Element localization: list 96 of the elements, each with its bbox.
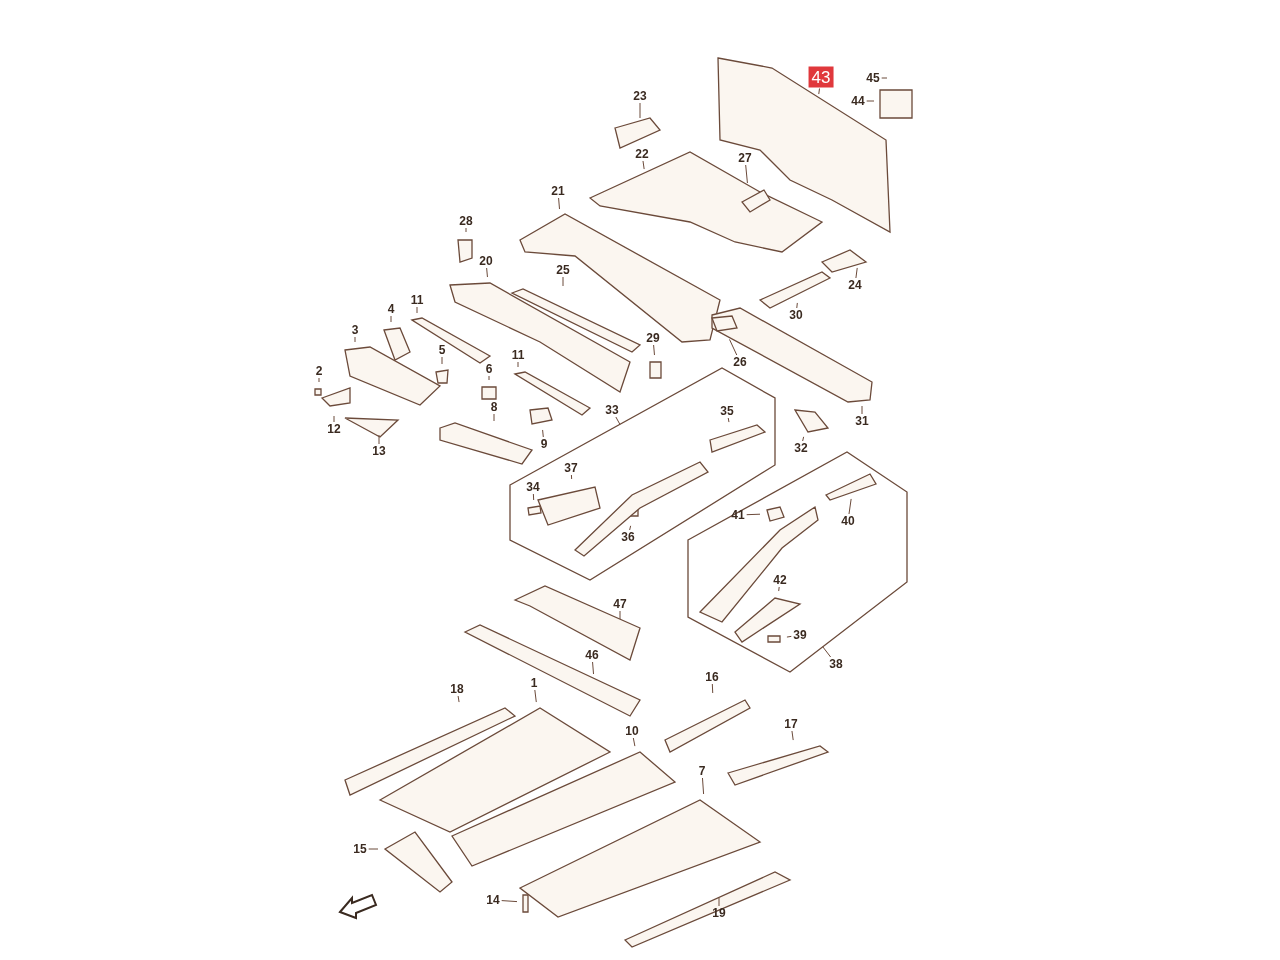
leader-line xyxy=(632,737,636,747)
callout-number: 1 xyxy=(530,677,538,689)
callout-number: 14 xyxy=(486,894,500,906)
callout-number: 3 xyxy=(351,324,359,336)
callout-number: 32 xyxy=(794,442,808,454)
leader-line xyxy=(368,848,379,850)
callout-number: 12 xyxy=(327,423,341,435)
leader-line xyxy=(822,646,832,658)
leader-line xyxy=(718,897,720,907)
callout-number: 13 xyxy=(372,445,386,457)
leader-line xyxy=(493,413,495,422)
callout-number: 39 xyxy=(793,629,807,641)
leader-line xyxy=(465,227,467,233)
leader-line xyxy=(562,276,564,287)
callout-number: 8 xyxy=(490,401,498,413)
callout-number: 2 xyxy=(315,365,323,377)
callout-number: 21 xyxy=(551,185,565,197)
leader-line xyxy=(570,474,573,480)
leader-line xyxy=(866,100,875,102)
leader-line xyxy=(558,197,560,210)
leader-line xyxy=(629,525,632,531)
callout-number: 46 xyxy=(585,649,599,661)
leader-line xyxy=(786,635,792,638)
leader-line xyxy=(501,900,518,903)
callout-number: 29 xyxy=(646,332,660,344)
callout-number: 37 xyxy=(564,462,578,474)
callout-number: 27 xyxy=(738,152,752,164)
callout-number: 19 xyxy=(712,907,726,919)
callout-number: 16 xyxy=(705,671,719,683)
leader-line xyxy=(745,164,748,184)
leader-line xyxy=(390,315,392,323)
leader-line xyxy=(592,661,594,675)
callout-number: 15 xyxy=(353,843,367,855)
callout-number: 38 xyxy=(829,658,843,670)
callout-number: 33 xyxy=(605,404,619,416)
callout-number: 43 xyxy=(808,66,834,88)
callout-number: 25 xyxy=(556,264,570,276)
leader-line xyxy=(378,434,380,445)
leader-line xyxy=(354,336,356,343)
callout-number: 42 xyxy=(773,574,787,586)
leader-line xyxy=(711,683,714,694)
callout-number: 36 xyxy=(621,531,635,543)
callout-number: 35 xyxy=(720,405,734,417)
leader-line xyxy=(615,416,621,425)
leader-line xyxy=(855,267,858,279)
leader-line xyxy=(486,267,488,278)
leader-line xyxy=(778,586,780,592)
callout-number: 11 xyxy=(410,294,424,306)
leader-line xyxy=(534,689,537,703)
callout-number: 5 xyxy=(438,344,446,356)
leader-line xyxy=(796,302,798,309)
leader-line xyxy=(642,160,645,170)
leader-line xyxy=(517,361,519,368)
leader-line xyxy=(441,356,443,365)
leader-line xyxy=(818,88,820,95)
callout-number: 9 xyxy=(540,438,548,450)
leader-line xyxy=(702,777,705,795)
leader-line xyxy=(729,338,738,356)
callout-number: 44 xyxy=(851,95,865,107)
callout-number: 4 xyxy=(387,303,395,315)
callout-number: 34 xyxy=(526,481,540,493)
leader-line xyxy=(532,493,535,501)
leader-line xyxy=(746,513,761,516)
leader-line xyxy=(457,695,460,703)
leader-line xyxy=(542,429,544,438)
callout-number: 24 xyxy=(848,279,862,291)
callout-number: 47 xyxy=(613,598,627,610)
leader-line xyxy=(727,417,730,423)
callout-number: 10 xyxy=(625,725,639,737)
callout-number: 31 xyxy=(855,415,869,427)
callout-number: 7 xyxy=(698,765,706,777)
leader-line xyxy=(488,375,490,381)
leader-line xyxy=(639,102,641,119)
leader-line xyxy=(416,306,418,314)
callout-number: 11 xyxy=(511,349,525,361)
leader-line xyxy=(791,730,794,741)
leader-line xyxy=(653,344,655,356)
callout-number: 23 xyxy=(633,90,647,102)
callout-number: 6 xyxy=(485,363,493,375)
leader-line xyxy=(881,77,888,79)
leader-line xyxy=(619,610,621,620)
callout-number: 41 xyxy=(731,509,745,521)
callout-number: 26 xyxy=(733,356,747,368)
leader-line xyxy=(802,436,805,442)
callout-number: 40 xyxy=(841,515,855,527)
callout-number: 17 xyxy=(784,718,798,730)
callout-number: 45 xyxy=(866,72,880,84)
callout-number: 30 xyxy=(789,309,803,321)
leader-line xyxy=(848,498,852,515)
leader-line xyxy=(333,415,335,423)
callout-number: 20 xyxy=(479,255,493,267)
callout-number: 18 xyxy=(450,683,464,695)
callout-number: 22 xyxy=(635,148,649,160)
leader-line xyxy=(318,377,320,383)
leader-line xyxy=(861,405,863,415)
callout-number: 28 xyxy=(459,215,473,227)
